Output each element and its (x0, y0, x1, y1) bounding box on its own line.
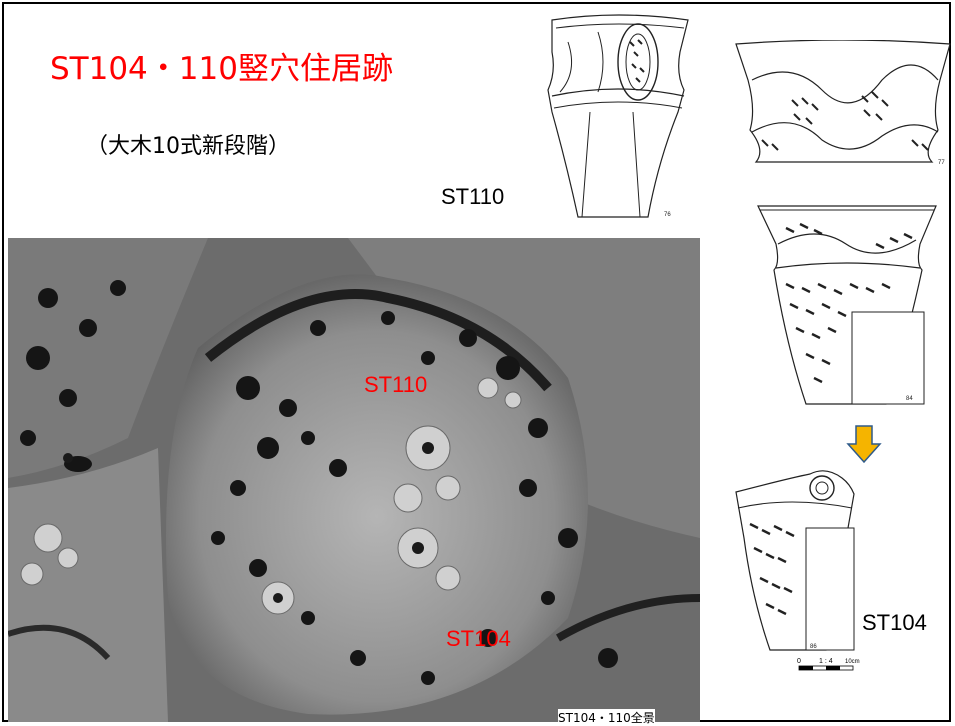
down-arrow-icon (846, 425, 882, 464)
label-st110-side: ST110 (441, 184, 505, 209)
fig-num-86: 86 (810, 644, 817, 650)
label-st104-photo: ST104 (446, 626, 511, 651)
photo-caption: ST104・110全景 (558, 709, 655, 726)
slide-title: ST104・110竪穴住居跡 (50, 51, 393, 87)
pottery-drawing-77: 77 (735, 40, 951, 166)
scale-zero: 0 (797, 658, 801, 665)
label-st104-side: ST104 (862, 610, 927, 635)
pottery-drawing-86: 86 (735, 470, 855, 651)
fig-num-76: 76 (664, 212, 671, 218)
pottery-drawing-84: 84 (757, 205, 937, 405)
slide-subtitle: （大木10式新段階） (86, 134, 290, 159)
scale-unit: 10cm (845, 659, 860, 665)
scale-ratio: 1 : 4 (819, 658, 833, 665)
scale-bar: 0 1 : 4 10cm (797, 656, 861, 680)
label-st110-photo: ST110 (364, 372, 428, 397)
pottery-drawing-76: 76 (547, 14, 689, 218)
excavation-photo (8, 238, 700, 722)
fig-num-84: 84 (906, 396, 913, 402)
fig-num-77: 77 (938, 160, 945, 166)
